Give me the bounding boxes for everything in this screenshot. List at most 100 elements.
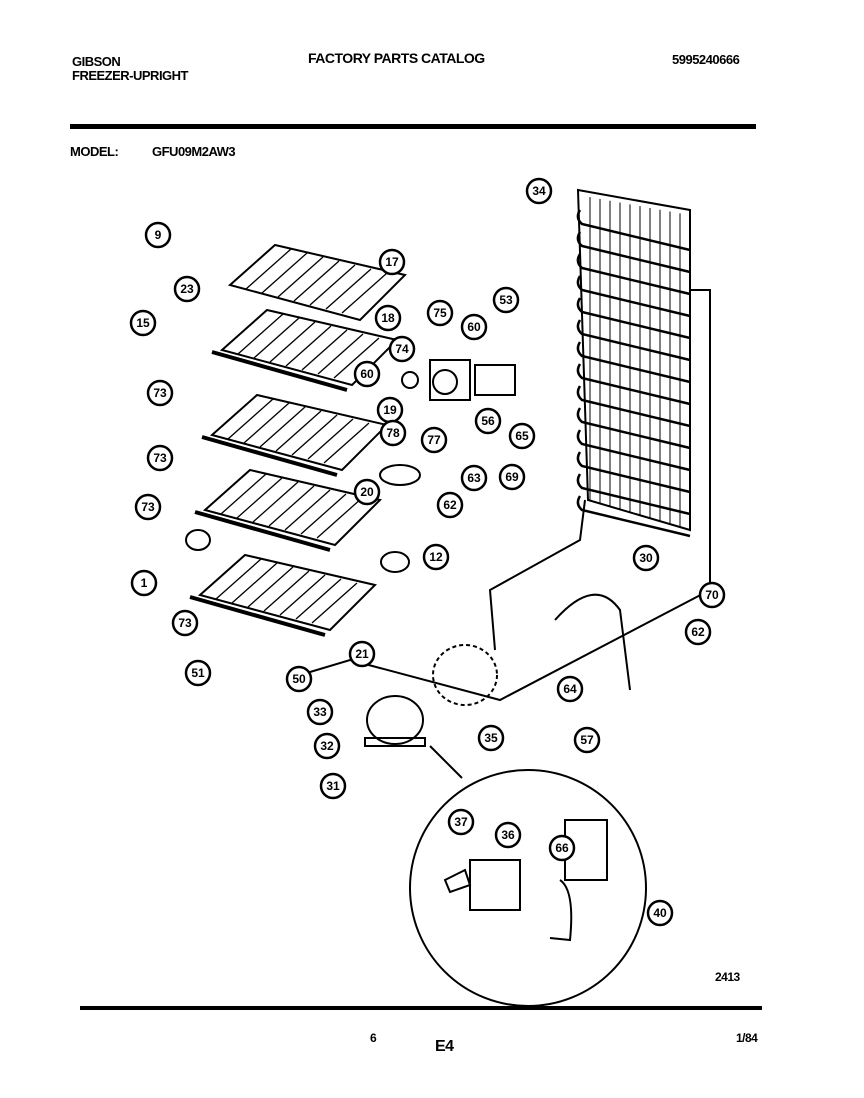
callout-label: 53 xyxy=(499,293,513,307)
callout-53: 53 xyxy=(492,286,520,314)
callout-62: 62 xyxy=(436,491,464,519)
callout-circle xyxy=(374,304,402,332)
callout-57: 57 xyxy=(573,726,601,754)
callout-label: 20 xyxy=(360,485,374,499)
callout-circle xyxy=(460,464,488,492)
compressor xyxy=(366,695,424,745)
callout-circle xyxy=(684,618,712,646)
product-type: FREEZER-UPRIGHT xyxy=(72,68,189,83)
callout-label: 33 xyxy=(313,705,327,719)
callout-circle xyxy=(129,309,157,337)
callout-50: 50 xyxy=(285,665,313,693)
callout-label: 17 xyxy=(385,255,399,269)
callout-69: 69 xyxy=(498,463,526,491)
callout-label: 15 xyxy=(136,316,150,330)
callout-34: 34 xyxy=(525,177,553,205)
callout-label: 64 xyxy=(563,682,577,696)
shelf xyxy=(189,553,377,637)
callout-33: 33 xyxy=(306,698,334,726)
callout-circle xyxy=(436,491,464,519)
callout-label: 73 xyxy=(141,500,155,514)
callout-circle xyxy=(353,360,381,388)
footer-divider xyxy=(80,1006,762,1010)
heater xyxy=(379,464,421,486)
callout-60: 60 xyxy=(353,360,381,388)
revision-date: 1/84 xyxy=(736,1031,758,1045)
callout-65: 65 xyxy=(508,422,536,450)
page-title: FACTORY PARTS CATALOG xyxy=(308,50,485,66)
callout-label: 57 xyxy=(580,733,594,747)
callout-circle xyxy=(492,286,520,314)
callout-circle xyxy=(474,407,502,435)
callout-circle xyxy=(422,543,450,571)
callout-56: 56 xyxy=(474,407,502,435)
callout-19: 19 xyxy=(376,396,404,424)
light-socket xyxy=(185,529,211,551)
catalog-number: 5995240666 xyxy=(672,52,740,67)
freezer-components-illustration xyxy=(185,188,711,1007)
callout-label: 62 xyxy=(691,625,705,639)
illustration-number: 2413 xyxy=(715,970,740,984)
callout-circle xyxy=(313,732,341,760)
brand: GIBSON xyxy=(72,54,121,69)
callout-label: 56 xyxy=(481,414,495,428)
relay xyxy=(469,859,521,911)
callout-circle xyxy=(348,640,376,668)
callout-37: 37 xyxy=(447,808,475,836)
callout-17: 17 xyxy=(378,248,406,276)
callout-70: 70 xyxy=(698,581,726,609)
fan-hub xyxy=(401,371,419,389)
callout-circle xyxy=(130,569,158,597)
callout-21: 21 xyxy=(348,640,376,668)
callout-64: 64 xyxy=(556,675,584,703)
callout-label: 32 xyxy=(320,739,334,753)
callout-78: 78 xyxy=(379,419,407,447)
callout-74: 74 xyxy=(388,335,416,363)
callout-66: 66 xyxy=(548,834,576,862)
callout-label: 23 xyxy=(180,282,194,296)
callout-label: 51 xyxy=(191,666,205,680)
model-value: GFU09M2AW3 xyxy=(152,144,236,159)
callout-label: 69 xyxy=(505,470,519,484)
callout-73: 73 xyxy=(134,493,162,521)
compressor-outline xyxy=(432,644,498,706)
shelf xyxy=(227,243,407,322)
callout-label: 21 xyxy=(355,647,369,661)
callout-circle xyxy=(698,581,726,609)
callout-circle xyxy=(134,493,162,521)
callout-label: 35 xyxy=(484,731,498,745)
callout-label: 19 xyxy=(383,403,397,417)
callout-circle xyxy=(508,422,536,450)
callout-75: 75 xyxy=(426,299,454,327)
callout-label: 60 xyxy=(360,367,374,381)
callout-circle xyxy=(144,221,172,249)
callout-label: 37 xyxy=(454,815,468,829)
callout-51: 51 xyxy=(184,659,212,687)
callout-label: 60 xyxy=(467,320,481,334)
callout-circle xyxy=(319,772,347,800)
shelf xyxy=(194,468,382,552)
callout-circle xyxy=(173,275,201,303)
callout-circle xyxy=(573,726,601,754)
detail-leader xyxy=(429,745,463,779)
callout-circle xyxy=(548,834,576,862)
callout-23: 23 xyxy=(173,275,201,303)
callout-circle xyxy=(494,821,522,849)
callout-label: 73 xyxy=(153,386,167,400)
callout-73: 73 xyxy=(146,444,174,472)
callout-label: 63 xyxy=(467,471,481,485)
callout-label: 12 xyxy=(429,550,443,564)
callout-60: 60 xyxy=(460,313,488,341)
fan-blade xyxy=(432,369,458,395)
callout-circle xyxy=(306,698,334,726)
callout-circle xyxy=(426,299,454,327)
fan-motor xyxy=(429,359,471,401)
callout-label: 66 xyxy=(555,841,569,855)
condenser-tube xyxy=(554,593,631,691)
callout-circle xyxy=(460,313,488,341)
callout-40: 40 xyxy=(646,899,674,927)
callout-label: 62 xyxy=(443,498,457,512)
callout-circle xyxy=(184,659,212,687)
callout-label: 9 xyxy=(155,228,162,242)
